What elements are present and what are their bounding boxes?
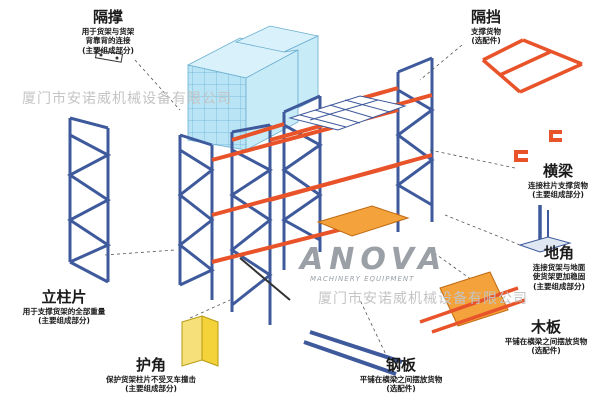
- label-baseplate-line: 使货架更加稳固: [532, 272, 586, 282]
- baseplate-part: [518, 205, 572, 253]
- divider-part: [481, 38, 583, 94]
- beam-part: [514, 130, 562, 162]
- wood-board-in-rack: [316, 205, 410, 237]
- label-guard-line: (主要组成部分): [125, 384, 177, 394]
- brand-logo-text: ANOVA: [300, 242, 448, 277]
- spacer-part: [94, 49, 124, 63]
- label-divider: 隔挡 支撑货物 (选配件): [446, 8, 526, 46]
- label-wood-board-title: 木板: [530, 318, 561, 336]
- label-guard-title: 护角: [135, 356, 166, 374]
- label-beam-line: (主要组成部分): [532, 190, 584, 200]
- label-wood-board-line: 平铺在横梁之间摆放货物: [504, 336, 588, 346]
- label-guard: 护角 保护货架柱片不受叉车撞击 (主要组成部分): [92, 356, 210, 394]
- watermark-top: 厦门市安诺威机械设备有限公司: [22, 91, 232, 107]
- label-divider-title: 隔挡: [470, 8, 501, 26]
- label-baseplate-title: 地角: [543, 244, 574, 262]
- label-upright-title: 立柱片: [41, 288, 87, 306]
- steel-board-part: [239, 257, 403, 376]
- label-spacer-title: 隔撑: [92, 8, 123, 26]
- watermark-bottom: 厦门市安诺威机械设备有限公司: [318, 291, 528, 307]
- label-upright-line: 用于支撑货架的全部重量: [22, 306, 106, 316]
- label-spacer-line: 用于货架与货架: [81, 26, 135, 36]
- label-wood-board-line: (选配件): [531, 346, 561, 356]
- label-spacer-line: 背靠背的连接: [85, 36, 131, 46]
- label-spacer-line: (主要组成部分): [82, 45, 134, 55]
- wire-deck: [288, 95, 407, 131]
- label-wood-board: 木板 平铺在横梁之间摆放货物 (选配件): [494, 318, 598, 356]
- label-beam-title: 横梁: [542, 162, 573, 180]
- label-steel-board-line: 平铺在横梁之间摆放货物: [359, 374, 443, 384]
- label-baseplate-line: (主要组成部分): [533, 281, 585, 291]
- label-steel-board: 钢板 平铺在横梁之间摆放货物 (选配件): [346, 356, 456, 394]
- label-baseplate: 地角 连接货架与地面 使货架更加稳固 (主要组成部分): [520, 244, 598, 291]
- label-divider-line: 支撑货物: [471, 26, 501, 36]
- label-upright: 立柱片 用于支撑货架的全部重量 (主要组成部分): [4, 288, 124, 326]
- label-baseplate-line: 连接货架与地面: [532, 262, 586, 272]
- label-divider-line: (选配件): [471, 36, 501, 46]
- upright-frame-part: [67, 116, 112, 284]
- label-spacer: 隔撑 用于货架与货架 背靠背的连接 (主要组成部分): [58, 8, 158, 55]
- label-beam-line: 连接柱片支撑货物: [528, 180, 588, 190]
- label-upright-line: (主要组成部分): [38, 316, 90, 326]
- label-beam: 横梁 连接柱片支撑货物 (主要组成部分): [518, 162, 598, 200]
- label-guard-line: 保护货架柱片不受叉车撞击: [106, 374, 196, 384]
- label-steel-board-line: (选配件): [386, 384, 416, 394]
- brand-tagline: MACHINERY EQUIPMENT: [310, 275, 415, 283]
- rack-guard-part: [181, 315, 219, 367]
- label-steel-board-title: 钢板: [385, 356, 416, 374]
- main-rack-uprights: [177, 56, 435, 325]
- wood-board-beams: [419, 286, 526, 334]
- brand-logo: ANOVA MACHINERY EQUIPMENT: [300, 242, 448, 284]
